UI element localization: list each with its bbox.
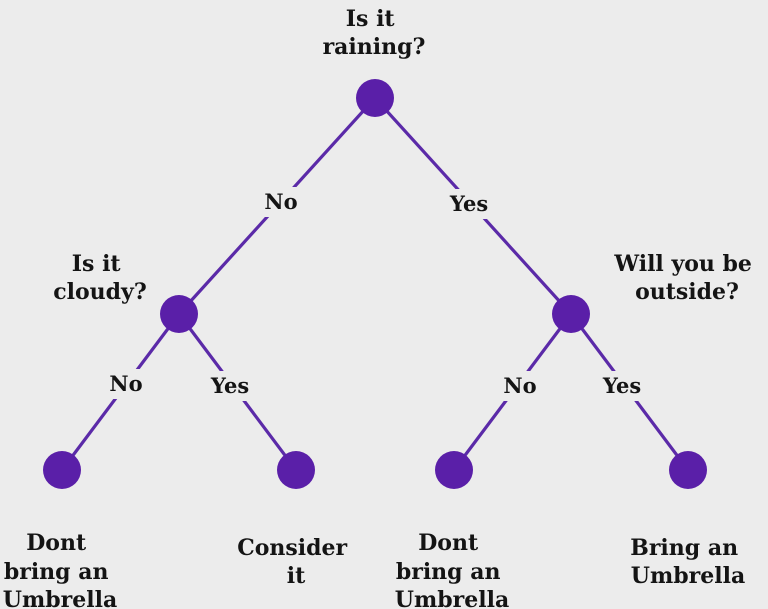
outcome-lr-line-1: Consider <box>237 535 347 561</box>
edge-label-bg-right-left <box>498 371 542 401</box>
edge-label-left-right: Yes <box>210 373 249 398</box>
outcome-rr-line-1: Bring an <box>630 535 738 561</box>
outcome-lr: Consider it <box>237 535 355 589</box>
question-left-line-1: Is it <box>72 251 122 277</box>
edge-label-bg-right-right <box>596 371 648 401</box>
outcome-rl-line-3: Umbrella <box>395 587 509 609</box>
node-leaf-rr <box>669 451 707 489</box>
outcome-rl-line-2: bring an <box>396 559 501 585</box>
question-root: Is it raining? <box>323 6 426 60</box>
outcome-ll-line-3: Umbrella <box>3 587 117 609</box>
edge-label-bg-left-left <box>104 369 148 399</box>
node-leaf-ll <box>43 451 81 489</box>
edge-label-bg-left-right <box>204 371 256 401</box>
node-right <box>552 295 590 333</box>
outcome-rr: Bring an Umbrella <box>630 535 746 589</box>
edge-label-left-left: No <box>109 371 142 396</box>
node-leaf-lr <box>277 451 315 489</box>
question-right-line-1: Will you be <box>613 251 752 277</box>
outcome-ll-line-1: Dont <box>26 530 87 556</box>
question-left: Is it cloudy? <box>53 251 146 305</box>
outcome-rl: Dont bring an Umbrella <box>395 530 509 609</box>
edge-label-right-left: No <box>503 373 536 398</box>
outcome-rl-line-1: Dont <box>418 530 479 556</box>
edge-label-bg-root-right <box>443 189 495 219</box>
node-left <box>160 295 198 333</box>
edge-label-root-left: No <box>264 189 297 214</box>
question-right: Will you be outside? <box>613 251 759 305</box>
question-root-line-2: raining? <box>323 34 426 60</box>
outcome-lr-line-2: it <box>287 563 306 589</box>
node-root <box>356 79 394 117</box>
outcome-ll-line-2: bring an <box>4 559 109 585</box>
question-right-line-2: outside? <box>635 279 739 305</box>
edge-label-bg-root-left <box>259 187 303 217</box>
edge-label-right-right: Yes <box>602 373 641 398</box>
question-left-line-2: cloudy? <box>53 279 146 305</box>
outcome-ll: Dont bring an Umbrella <box>3 530 117 609</box>
outcome-rr-line-2: Umbrella <box>631 563 745 589</box>
edge-label-root-right: Yes <box>449 191 488 216</box>
node-leaf-rl <box>435 451 473 489</box>
question-root-line-1: Is it <box>346 6 396 32</box>
